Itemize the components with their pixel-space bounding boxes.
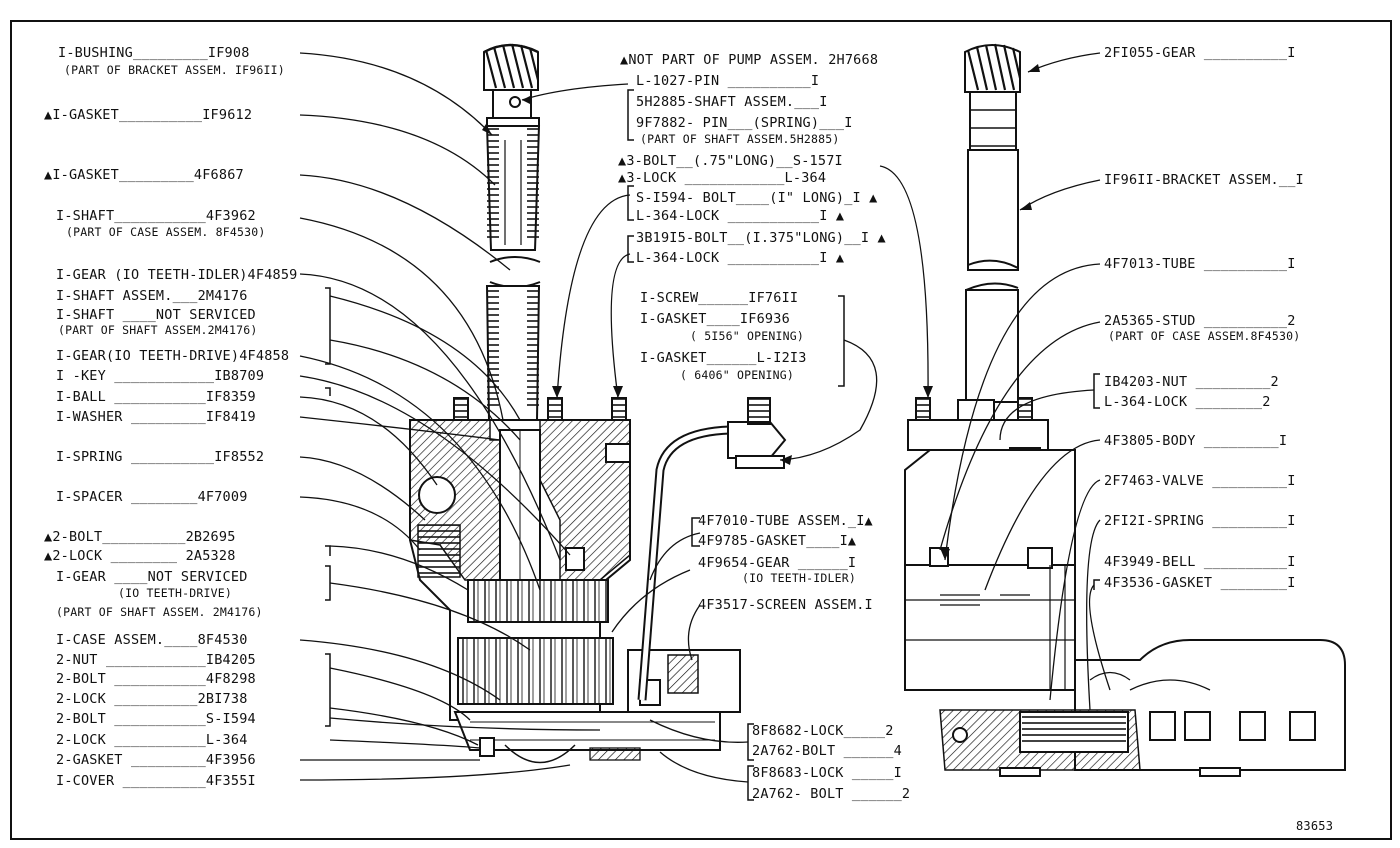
sublabel-stud: (PART OF CASE ASSEM.8F4530) xyxy=(1108,329,1301,343)
label-gasket-4f3536: 4F3536-GASKET ________I xyxy=(1104,575,1296,591)
label-spring-2f121: 2FI2I-SPRING _________I xyxy=(1104,513,1296,529)
label-nut: 2-NUT ____________IB4205 xyxy=(56,652,256,668)
label-lock-2b1738: 2-LOCK __________2BI738 xyxy=(56,691,248,707)
sublabel-gear-drive: (IO TEETH-DRIVE) xyxy=(118,586,232,600)
leader-lines xyxy=(299,52,1111,783)
label-bolt-s1594-1: S-I594- BOLT____(I" LONG)_I ▲ xyxy=(636,190,878,206)
right-pump-exterior xyxy=(904,43,1346,777)
label-stud: 2A5365-STUD __________2 xyxy=(1104,313,1296,329)
arrowheads xyxy=(482,64,1040,560)
sublabel-pin-spring: (PART OF SHAFT ASSEM.5H2885) xyxy=(640,132,840,146)
label-bolt-2a762-2: 2A762- BOLT ______2 xyxy=(752,786,911,802)
label-pin-spring: 9F7882- PIN___(SPRING)___I xyxy=(636,115,853,131)
sublabel-gear-part: (PART OF SHAFT ASSEM. 2M4176) xyxy=(56,605,263,619)
label-lock-8f8683: 8F8683-LOCK _____I xyxy=(752,765,902,781)
label-lock-l364-3: ▲3-LOCK ____________L-364 xyxy=(618,170,827,186)
label-shaft-assem-5h2885: 5H2885-SHAFT ASSEM.___I xyxy=(636,94,828,110)
label-body: 4F3805-BODY _________I xyxy=(1104,433,1288,449)
label-pin-l1027: L-1027-PIN __________I xyxy=(636,73,820,89)
label-valve: 2F7463-VALVE _________I xyxy=(1104,473,1296,489)
label-screw: I-SCREW______IF76II xyxy=(640,290,799,306)
label-gear-not-serviced: I-GEAR ____NOT SERVICED xyxy=(56,569,248,585)
label-shaft-not-serviced: I-SHAFT ____NOT SERVICED xyxy=(56,307,256,323)
drive-gear-top xyxy=(483,43,540,91)
label-lock-l364-a: L-364-LOCK ___________I ▲ xyxy=(636,208,845,224)
sublabel-gear-idler: (IO TEETH-IDLER) xyxy=(742,571,856,585)
left-pump-section xyxy=(409,43,787,764)
label-nut-1b4203: IB4203-NUT _________2 xyxy=(1104,374,1279,390)
sublabel-opening-5156: ( 5I56" OPENING) xyxy=(690,329,804,343)
label-bolt-3b1915: 3B19I5-BOLT__(I.375"LONG)__I ▲ xyxy=(636,230,886,246)
label-tube-4f7013: 4F7013-TUBE __________I xyxy=(1104,256,1296,272)
label-gear-4f9654: 4F9654-GEAR ______I xyxy=(698,555,857,571)
label-bolt-s1594: 2-BOLT ___________S-I594 xyxy=(56,711,256,727)
label-lock-l364: 2-LOCK ___________L-364 xyxy=(56,732,248,748)
label-bolt-2b2695: ▲2-BOLT__________2B2695 xyxy=(44,529,236,545)
label-lock-l364-b: L-364-LOCK ___________I ▲ xyxy=(636,250,845,266)
sublabel-opening-6406: ( 6406" OPENING) xyxy=(680,368,794,382)
label-bushing: I-BUSHING_________IF908 xyxy=(58,45,250,61)
label-not-part-of-pump: ▲NOT PART OF PUMP ASSEM. 2H7668 xyxy=(620,52,879,68)
label-gear-idler: I-GEAR (IO TEETH-IDLER)4F4859 xyxy=(56,267,298,283)
label-ball: I-BALL ___________IF8359 xyxy=(56,389,256,405)
label-bell: 4F3949-BELL __________I xyxy=(1104,554,1296,570)
label-bracket-assem: IF96II-BRACKET ASSEM.__I xyxy=(1104,172,1304,188)
sublabel-shaft: (PART OF CASE ASSEM. 8F4530) xyxy=(66,225,266,239)
label-gasket-2: ▲I-GASKET_________4F6867 xyxy=(44,167,244,183)
label-tube-assem: 4F7010-TUBE ASSEM._I▲ xyxy=(698,513,873,529)
label-shaft: I-SHAFT___________4F3962 xyxy=(56,208,256,224)
drawing-border xyxy=(10,20,1392,840)
label-gear-2f1055: 2FI055-GEAR __________I xyxy=(1104,45,1296,61)
label-gasket-4f3956: 2-GASKET _________4F3956 xyxy=(56,752,256,768)
label-spring: I-SPRING __________IF8552 xyxy=(56,449,265,465)
label-gasket-l1213: I-GASKET______L-I2I3 xyxy=(640,350,807,366)
label-lock-8f8682: 8F8682-LOCK_____2 xyxy=(752,723,894,739)
label-cover: I-COVER __________4F355I xyxy=(56,773,256,789)
sublabel-shaft-assem: (PART OF SHAFT ASSEM.2M4176) xyxy=(58,323,258,337)
label-bolt-4f8298: 2-BOLT ___________4F8298 xyxy=(56,671,256,687)
label-gasket-1f6936: I-GASKET____IF6936 xyxy=(640,311,790,327)
label-gasket-1: ▲I-GASKET__________IF9612 xyxy=(44,107,253,123)
label-bolt-2a762-4: 2A762-BOLT ______4 xyxy=(752,743,902,759)
figure-number: 83653 xyxy=(1296,819,1334,833)
label-gasket-4f9785: 4F9785-GASKET____I▲ xyxy=(698,533,857,549)
label-lock-l364-r: L-364-LOCK ________2 xyxy=(1104,394,1271,410)
label-lock-2a5328: ▲2-LOCK ________ 2A5328 xyxy=(44,548,236,564)
label-bolt-s1571: ▲3-BOLT__(.75"LONG)__S-157I xyxy=(618,153,843,169)
label-screen-assem: 4F3517-SCREEN ASSEM.I xyxy=(698,597,873,613)
label-washer: I-WASHER _________IF8419 xyxy=(56,409,256,425)
label-case-assem: I-CASE ASSEM.____8F4530 xyxy=(56,632,248,648)
label-gear-drive: I-GEAR(IO TEETH-DRIVE)4F4858 xyxy=(56,348,290,364)
sublabel-bushing: (PART OF BRACKET ASSEM. IF96II) xyxy=(64,63,285,77)
label-spacer: I-SPACER ________4F7009 xyxy=(56,489,248,505)
label-key: I -KEY ____________IB8709 xyxy=(56,368,265,384)
label-shaft-assem: I-SHAFT ASSEM.___2M4176 xyxy=(56,288,248,304)
